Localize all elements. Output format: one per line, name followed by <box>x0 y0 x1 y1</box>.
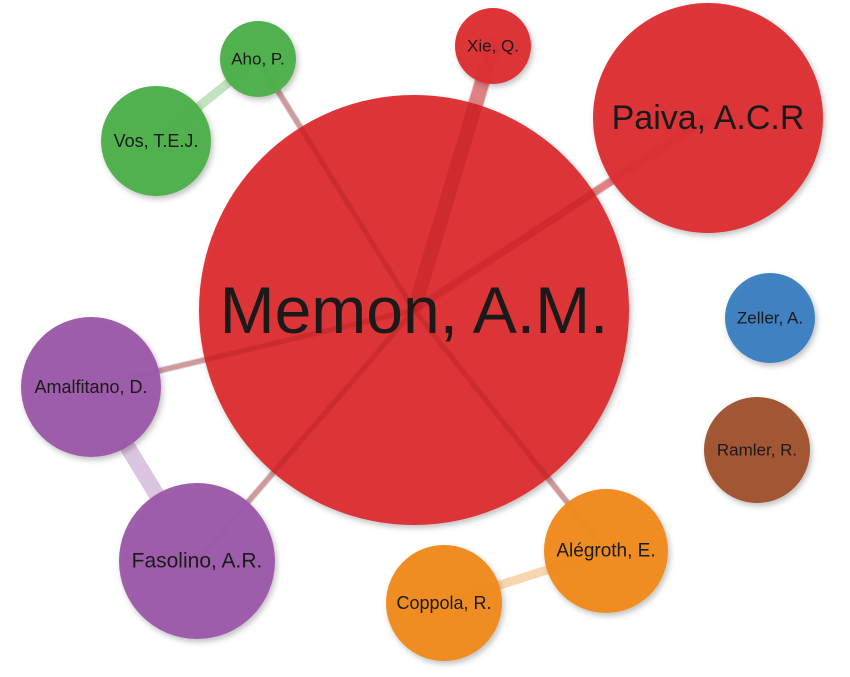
link-overlay-aho <box>255 57 417 312</box>
node-circle-coppola[interactable] <box>386 545 502 661</box>
node-circle-alegroth[interactable] <box>544 489 668 613</box>
node-label-ramler: Ramler, R. <box>717 441 797 460</box>
node-circle-xie[interactable] <box>455 8 531 84</box>
node-zeller[interactable]: Zeller, A. <box>725 273 815 363</box>
node-label-vos: Vos, T.E.J. <box>114 131 199 151</box>
node-circle-ramler[interactable] <box>704 397 810 503</box>
node-aho[interactable]: Aho, P. <box>220 21 296 97</box>
node-label-alegroth: Alégroth, E. <box>556 541 655 562</box>
node-label-paiva: Paiva, A.C.R <box>612 99 805 137</box>
node-coppola[interactable]: Coppola, R. <box>386 545 502 661</box>
node-ramler[interactable]: Ramler, R. <box>704 397 810 503</box>
link-overlay-xie <box>407 43 500 313</box>
node-label-xie: Xie, Q. <box>467 37 519 56</box>
node-circle-fasolino[interactable] <box>119 483 275 639</box>
node-xie[interactable]: Xie, Q. <box>455 8 531 84</box>
node-label-aho: Aho, P. <box>231 50 285 69</box>
node-label-fasolino: Fasolino, A.R. <box>132 550 263 573</box>
node-alegroth[interactable]: Alégroth, E. <box>544 489 668 613</box>
node-circle-vos[interactable] <box>101 86 211 196</box>
node-label-amalfitano: Amalfitano, D. <box>34 377 147 397</box>
node-paiva[interactable]: Paiva, A.C.R <box>593 3 823 233</box>
node-circle-aho[interactable] <box>220 21 296 97</box>
node-fasolino[interactable]: Fasolino, A.R. <box>119 483 275 639</box>
node-label-memon: Memon, A.M. <box>220 273 609 347</box>
node-amalfitano[interactable]: Amalfitano, D. <box>21 317 161 457</box>
node-label-coppola: Coppola, R. <box>396 593 491 613</box>
node-vos[interactable]: Vos, T.E.J. <box>101 86 211 196</box>
node-circle-zeller[interactable] <box>725 273 815 363</box>
nodes-layer: Memon, A.M. Paiva, A.C.R Xie, Q. Aho, P. Vos… <box>21 3 823 661</box>
node-circle-amalfitano[interactable] <box>21 317 161 457</box>
node-circle-memon[interactable] <box>199 95 629 525</box>
node-circle-paiva[interactable] <box>593 3 823 233</box>
node-label-zeller: Zeller, A. <box>737 309 803 328</box>
